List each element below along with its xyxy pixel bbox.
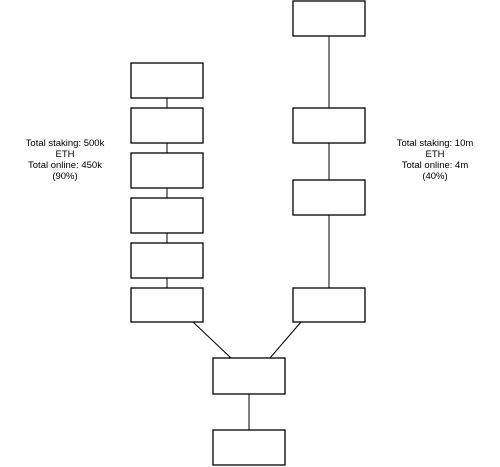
left-chain-stats: Total staking: 500k ETH Total online: 45…	[0, 138, 130, 182]
left-block-3	[130, 152, 204, 189]
left-block-1	[130, 62, 204, 99]
left-stats-line-2: ETH	[55, 149, 75, 160]
right-branch-to-fork	[269, 321, 302, 359]
left-block-5	[130, 242, 204, 279]
right-stats-line-3: Total online: 4m	[401, 160, 469, 171]
fork-block	[212, 357, 286, 395]
left-stats-line-1: Total staking: 500k	[25, 138, 105, 149]
right-chain-stats: Total staking: 10m ETH Total online: 4m …	[370, 138, 500, 182]
right-block-2	[292, 107, 366, 144]
right-block-1	[292, 0, 366, 37]
left-block-4	[130, 197, 204, 234]
right-block-4	[292, 287, 366, 323]
root-block	[212, 429, 286, 466]
right-stats-line-4: (40%)	[422, 171, 448, 182]
right-stats-line-1: Total staking: 10m	[396, 138, 474, 149]
right-stats-line-2: ETH	[425, 149, 445, 160]
left-branch-to-fork	[192, 321, 232, 359]
left-stats-line-4: (90%)	[52, 171, 78, 182]
left-block-6	[130, 287, 204, 323]
left-block-2	[130, 107, 204, 144]
right-block-3	[292, 179, 366, 216]
left-stats-line-3: Total online: 450k	[28, 160, 102, 171]
